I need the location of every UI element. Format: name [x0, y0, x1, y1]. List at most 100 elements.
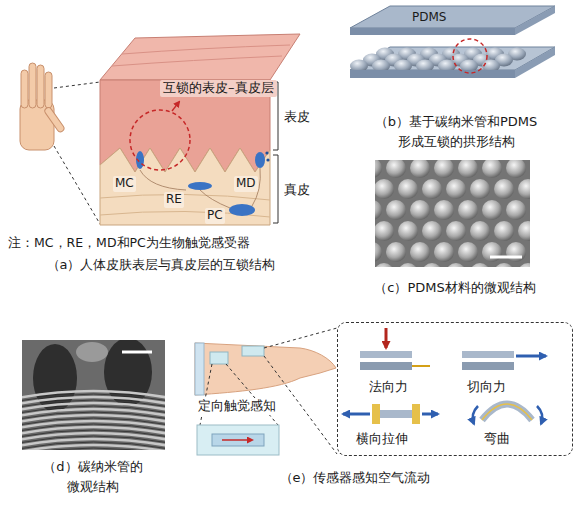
sem-image-pdms-part-part	[398, 263, 418, 267]
bend-drawing-part	[537, 406, 542, 424]
sem-image-pdms-part-part	[386, 242, 406, 262]
sem-image-pdms-part-part	[518, 263, 530, 267]
normal-force-drawing-part	[412, 365, 430, 367]
sem-image-pdms-part-part	[518, 179, 530, 199]
sem-image-pdms	[362, 158, 562, 283]
layer-label: 表皮	[284, 109, 310, 126]
panel-caption: （d）碳纳米管的 微观结构	[36, 457, 150, 497]
sem-image-pdms-part-part	[386, 160, 406, 178]
arm-drawing-part	[242, 346, 264, 356]
sem-image-pdms-part-part	[470, 221, 490, 241]
bend-drawing-part	[482, 404, 532, 420]
sem-image-pdms-part-part	[375, 160, 382, 178]
sem-image-pdms-part-part	[410, 200, 430, 220]
sem-image-pdms-part-part	[410, 242, 430, 262]
sem-image-pdms-part-part	[446, 263, 466, 267]
normal-force-drawing	[360, 328, 430, 370]
sem-image-pdms-part-part	[482, 242, 502, 262]
stretch-drawing-part	[422, 413, 438, 416]
skin-block-part	[266, 158, 269, 161]
layer-bracket	[273, 82, 278, 223]
shear-force-drawing-part	[462, 362, 514, 370]
hand-drawing-part	[29, 63, 36, 108]
sem-image-pdms-part-part	[375, 221, 394, 241]
shear-force-drawing-part	[462, 351, 514, 358]
sem-image-cnt-part	[22, 391, 165, 450]
skin-block-part	[265, 151, 268, 154]
sem-image-cnt-part	[76, 342, 108, 362]
sem-image-pdms-part	[490, 256, 522, 259]
stretch-drawing-part	[372, 404, 380, 424]
sem-image-pdms-part-part	[375, 200, 382, 220]
normal-force-drawing-part	[360, 351, 412, 358]
normal-force-drawing-part	[385, 328, 388, 348]
skin-block-part	[188, 182, 212, 190]
sem-image-pdms-part-part	[446, 221, 466, 241]
layer-label: 真皮	[284, 182, 310, 199]
skin-block-part	[229, 204, 255, 216]
sem-image-pdms-part-part	[458, 242, 478, 262]
force-label: 横向拉伸	[356, 431, 408, 448]
material-label: PDMS	[412, 10, 446, 26]
arch-sensor-drawing	[350, 6, 555, 78]
skin-block-part	[172, 102, 179, 111]
panel-caption: （e）传感器感知空气流动	[195, 470, 515, 487]
arm-drawing-part	[200, 364, 278, 425]
sem-image-pdms-part	[375, 160, 530, 267]
receptor-label: MC	[113, 176, 136, 192]
skin-block-part	[100, 34, 300, 80]
force-label: 弯曲	[484, 431, 510, 448]
sem-image-pdms-part-part	[410, 160, 430, 178]
sem-image-pdms-part-part	[398, 179, 418, 199]
hand-drawing	[20, 63, 65, 150]
sem-image-pdms-part-part	[422, 221, 442, 241]
normal-force-drawing-part	[360, 362, 412, 370]
shear-force-drawing-part	[516, 355, 546, 358]
sem-image-pdms-part-part	[446, 179, 466, 199]
stretch-drawing-part	[343, 413, 370, 416]
panel-caption: （c）PDMS材料的微观结构	[330, 280, 580, 297]
arm-drawing-part	[222, 439, 252, 441]
receptor-label: MD	[234, 176, 258, 192]
skin-block-part	[112, 45, 290, 66]
arm-drawing-part	[195, 343, 204, 395]
sem-image-pdms-part-part	[458, 160, 478, 178]
sem-image-cnt	[22, 340, 165, 450]
skin-block-part	[100, 194, 270, 217]
arm-drawing-part	[210, 352, 228, 364]
sem-image-cnt-part	[122, 351, 152, 354]
arch-sensor-drawing-part	[453, 39, 487, 73]
hand-drawing-part	[37, 65, 44, 108]
skin-block-part	[100, 148, 270, 225]
sem-image-pdms-part-part	[422, 263, 442, 267]
sem-image-pdms-part-part	[375, 263, 394, 267]
hand-drawing-part	[21, 70, 28, 108]
zoom-leader	[54, 82, 100, 224]
bend-drawing-part	[473, 406, 478, 424]
sem-image-pdms-part-part	[506, 200, 526, 220]
sem-image-pdms-part-part	[386, 200, 406, 220]
sem-image-pdms-part-part	[494, 263, 514, 267]
arch-sensor-drawing-part	[515, 47, 555, 78]
note-text: 注：MC，RE，MD和PC为生物触觉感受器	[8, 235, 250, 251]
arm-drawing	[195, 328, 337, 455]
sem-image-pdms-part-part	[434, 200, 454, 220]
receptor-label: PC	[205, 208, 225, 224]
sem-image-pdms-part-part	[482, 160, 502, 178]
skin-block-part	[130, 110, 190, 170]
sem-image-pdms-part-part	[434, 242, 454, 262]
skin-block-part	[255, 152, 265, 168]
sem-image-pdms-part-part	[458, 200, 478, 220]
shear-force-drawing	[462, 351, 546, 370]
hand-drawing-part	[44, 106, 66, 133]
sem-image-pdms-part-part	[494, 221, 514, 241]
receptor-label: RE	[164, 192, 184, 208]
sem-image-pdms-part-part	[482, 200, 502, 220]
sem-image-pdms-part-part	[375, 179, 394, 199]
sem-image-cnt-part-part	[22, 448, 165, 450]
skin-block-part	[140, 168, 260, 208]
sem-image-pdms-part-part	[422, 179, 442, 199]
sem-image-pdms-part-part	[470, 263, 490, 267]
panel-caption: （b）基于碳纳米管和PDMS 形成互锁的拱形结构	[340, 112, 572, 152]
